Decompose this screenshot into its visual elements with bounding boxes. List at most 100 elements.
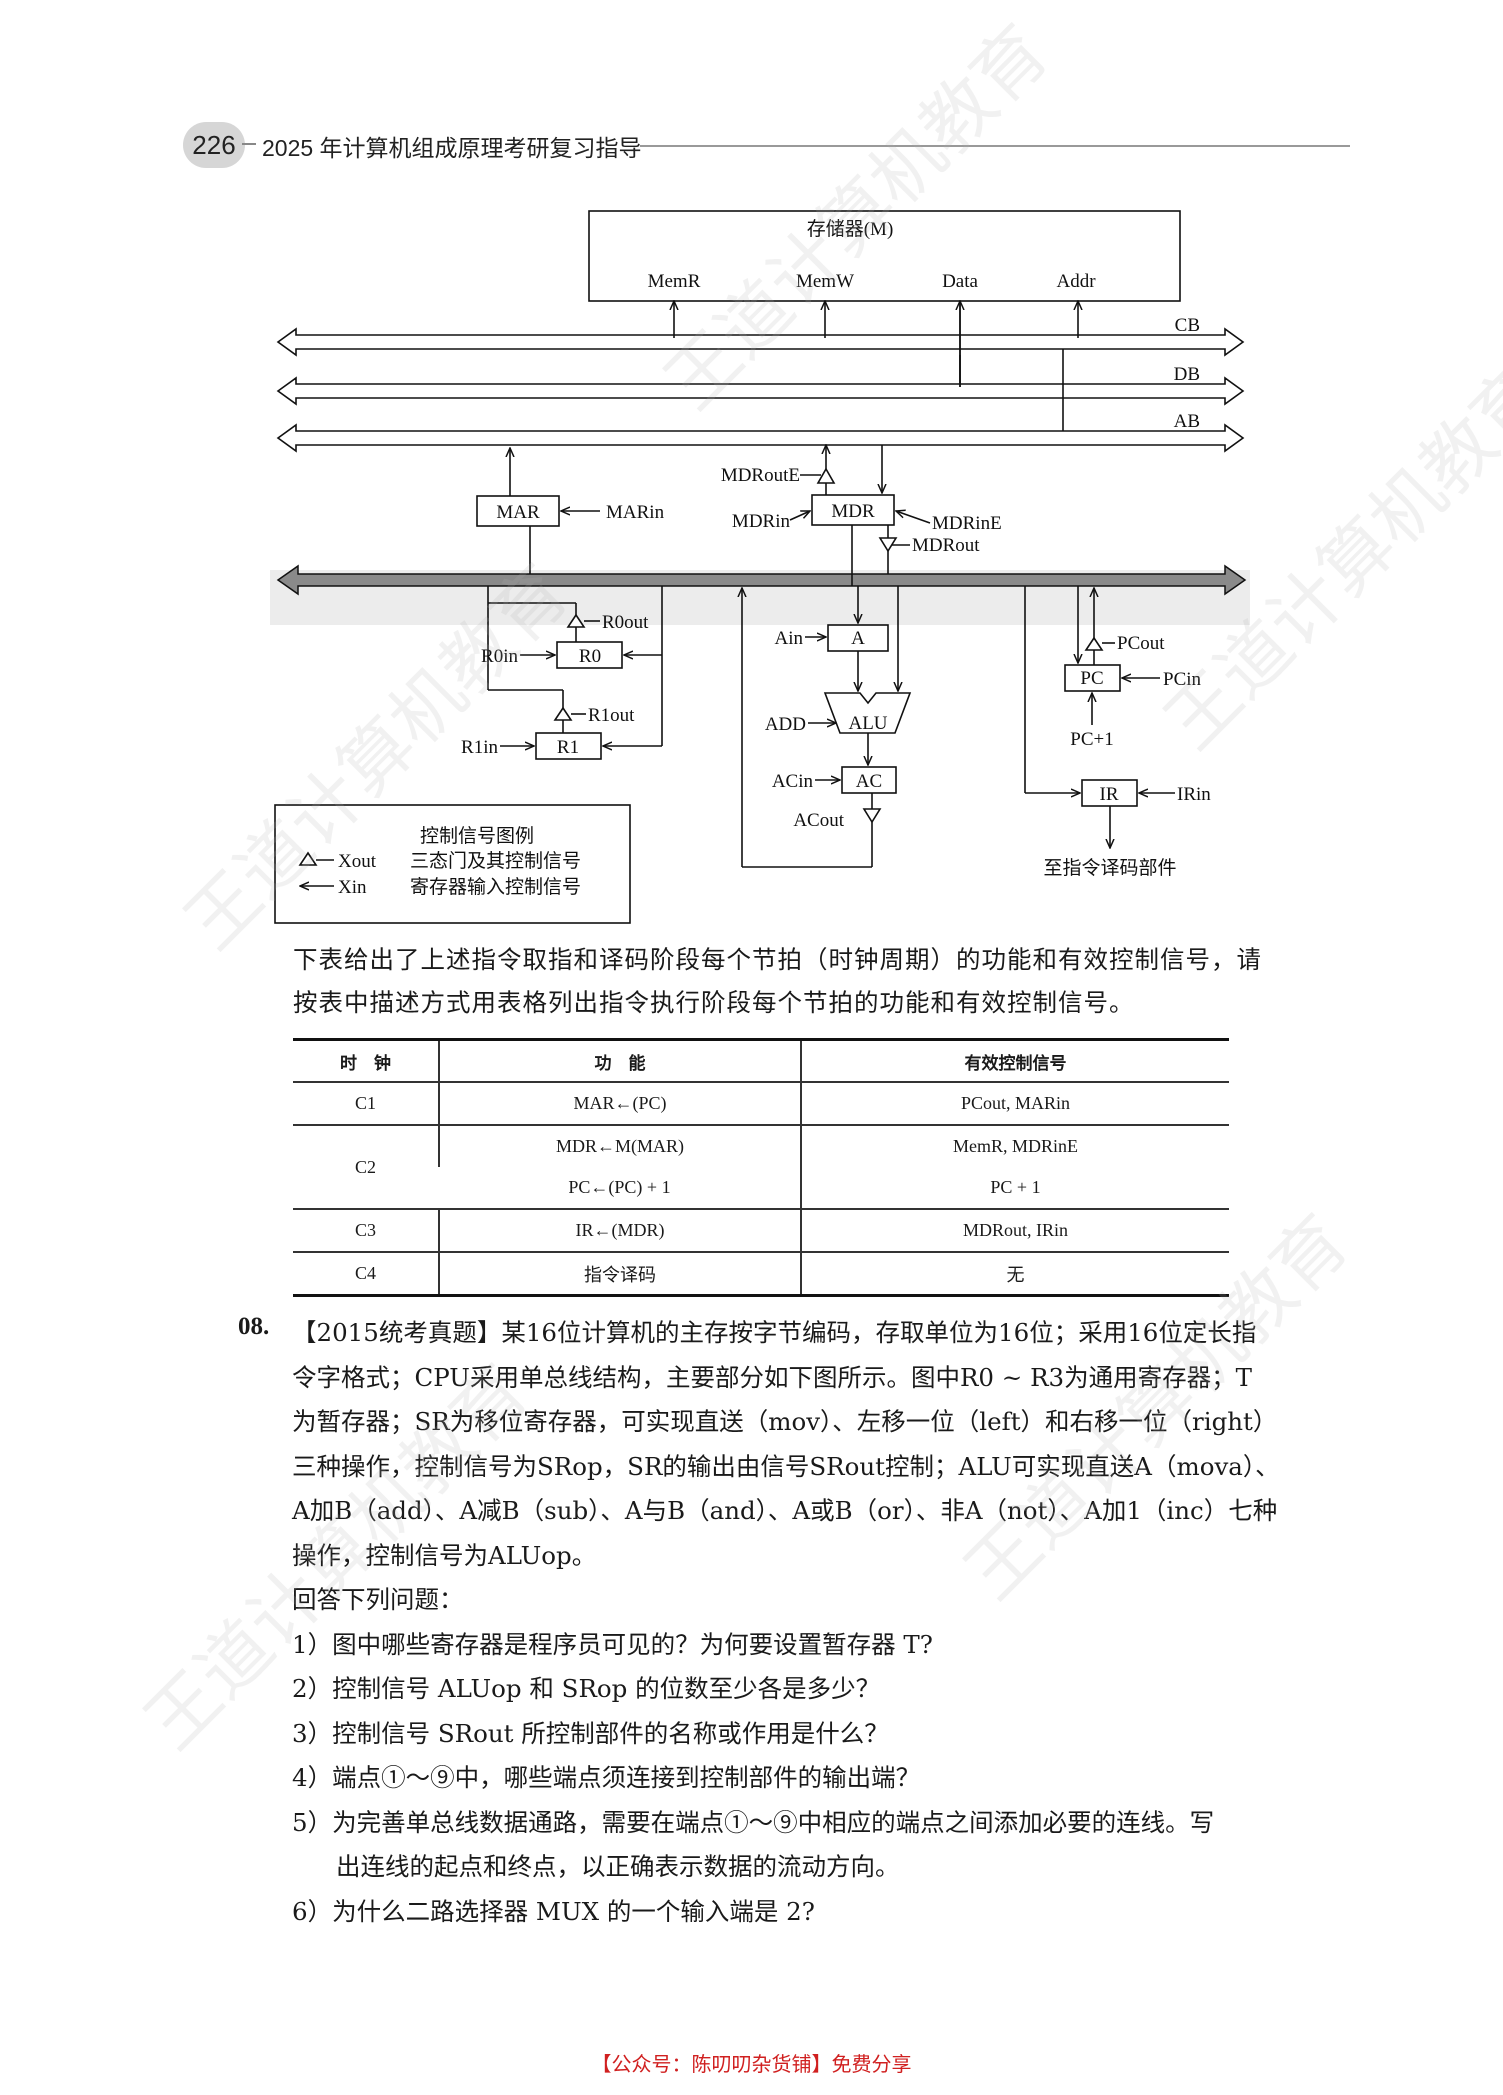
addr-label: Addr: [1056, 271, 1096, 292]
ab-bus: [276, 423, 1245, 453]
ir-label: IR: [1100, 784, 1119, 805]
sub-question-5-cont: 出连线的起点和终点，以正确表示数据的流动方向。: [336, 1852, 900, 1881]
memr-label: MemR: [648, 271, 701, 292]
r0-box: [556, 641, 623, 669]
marin-label: MARin: [606, 502, 665, 523]
mdr-box: [811, 494, 895, 526]
intro-line-1: 下表给出了上述指令取指和译码阶段每个节拍（时钟周期）的功能和有效控制信号，请: [293, 945, 1262, 974]
question-line: 令字格式；CPU采用单总线结构，主要部分如下图所示。图中R0 ~ R3为通用寄存…: [292, 1362, 1252, 1392]
mdrin-label: MDRin: [732, 511, 791, 532]
cb-label: CB: [1175, 315, 1200, 336]
db-bus: [276, 376, 1245, 406]
ain-label: Ain: [775, 628, 804, 649]
memory-box: [588, 210, 1181, 302]
legend-xin-desc: 寄存器输入控制信号: [410, 876, 581, 898]
r1in-label: R1in: [461, 737, 498, 758]
r1-label: R1: [557, 737, 579, 758]
clock-cell: C1: [293, 1082, 439, 1126]
data-label: Data: [942, 271, 978, 292]
db-label: DB: [1174, 364, 1200, 385]
r0out-label: R0out: [602, 612, 649, 633]
add-label: ADD: [765, 714, 806, 735]
function-cell: IR←(MDR): [438, 1209, 801, 1253]
ac-label: AC: [856, 771, 882, 792]
function-cell: 指令译码: [438, 1252, 801, 1297]
question-body: 【2015统考真题】某16位计算机的主存按字节编码，存取单位为16位；采用16位…: [292, 1311, 1352, 1934]
cb-bus: [276, 327, 1245, 357]
signal-cell: MDRout, IRin: [800, 1209, 1229, 1253]
sub-question-6: 6）为什么二路选择器 MUX 的一个输入端是 2?: [292, 1896, 815, 1926]
legend-box: [274, 804, 631, 924]
table-row: PC←(PC) + 1 PC + 1: [293, 1167, 1229, 1210]
ir-dest-label: 至指令译码部件: [1043, 857, 1176, 879]
r1out-label: R1out: [588, 705, 635, 726]
question-line: 为暂存器；SR为移位寄存器，可实现直送（mov）、左移一位（left）和右移一位…: [292, 1407, 1278, 1436]
header-rule: [640, 145, 1350, 147]
function-cell: MAR←(PC): [438, 1082, 801, 1126]
r0-label: R0: [579, 646, 601, 667]
legend-xout-desc: 三态门及其控制信号: [410, 850, 581, 872]
pcout-label: PCout: [1117, 633, 1165, 654]
sub-question-2: 2）控制信号 ALUop 和 SRop 的位数至少各是多少？: [292, 1674, 881, 1703]
signal-cell: 无: [800, 1252, 1229, 1297]
ac-box: [841, 766, 897, 794]
memw-label: MemW: [796, 271, 854, 292]
acout-label: ACout: [793, 810, 844, 831]
page-number: 226: [183, 122, 245, 168]
function-cell: PC←(PC) + 1: [439, 1167, 801, 1210]
question-prompt: 回答下列问题：: [292, 1585, 464, 1614]
function-cell: MDR←M(MAR): [438, 1125, 801, 1167]
alu-shape: [823, 692, 912, 734]
question-line: A加B（add）、A减B（sub）、A与B（and）、A或B（or）、非A（no…: [292, 1496, 1278, 1525]
mdrine-label: MDRinE: [932, 513, 1002, 534]
a-label: A: [851, 628, 865, 649]
irin-label: IRin: [1177, 784, 1211, 805]
pcin-label: PCin: [1163, 669, 1202, 690]
clock-cell: C4: [293, 1252, 439, 1297]
question-line: 三种操作，控制信号为SRop，SR的输出由信号SRout控制；ALU可实现直送A…: [292, 1451, 1280, 1481]
pc-box: [1064, 664, 1121, 692]
sub-question-3: 3）控制信号 SRout 所控制部件的名称或作用是什么？: [292, 1718, 889, 1748]
table-row: C3 IR←(MDR) MDRout, IRin: [293, 1209, 1229, 1253]
datapath-diagram: 存储器(M) MemR MemW Data Addr CB DB AB MAR …: [270, 210, 1250, 924]
control-signal-table: 时 钟 功 能 有效控制信号 C1 MAR←(PC) PCout, MARin …: [293, 1038, 1229, 1297]
signal-cell: PCout, MARin: [800, 1082, 1229, 1126]
r0in-label: R0in: [481, 646, 518, 667]
sub-question-4: 4）端点①～⑨中，哪些端点须连接到控制部件的输出端？: [292, 1763, 921, 1792]
legend-xout: Xout: [338, 851, 377, 872]
table-row: C1 MAR←(PC) PCout, MARin: [293, 1082, 1229, 1126]
ab-label: AB: [1174, 411, 1200, 432]
r1-box: [535, 732, 602, 760]
mdroute-label: MDRoutE: [721, 465, 800, 486]
mar-label: MAR: [496, 502, 540, 523]
signal-cell: PC + 1: [800, 1167, 1229, 1210]
pc-label: PC: [1080, 668, 1103, 689]
sub-question-1: 1）图中哪些寄存器是程序员可见的？为何要设置暂存器 T?: [292, 1629, 933, 1659]
header-signals: 有效控制信号: [800, 1038, 1229, 1083]
signal-cell: MemR, MDRinE: [800, 1125, 1229, 1167]
legend-title: 控制信号图例: [420, 825, 534, 847]
table-row: C4 指令译码 无: [293, 1252, 1229, 1297]
intro-line-2: 按表中描述方式用表格列出指令执行阶段每个节拍的功能和有效控制信号。: [293, 988, 1135, 1017]
header-dash: [242, 143, 256, 145]
table-row: C2 MDR←M(MAR) MemR, MDRinE: [293, 1125, 1229, 1210]
footer-share-note: 【公众号：陈叨叨杂货铺】免费分享: [591, 2052, 912, 2076]
question-number: 08.: [238, 1313, 270, 1340]
sub-question-5: 5）为完善单总线数据通路，需要在端点①～⑨中相应的端点之间添加必要的连线。写: [292, 1807, 1215, 1837]
legend-xin: Xin: [338, 877, 367, 898]
clock-cell: C2: [293, 1125, 439, 1210]
mdrout-label: MDRout: [912, 535, 980, 556]
alu-label: ALU: [848, 713, 887, 734]
mdr-label: MDR: [831, 501, 875, 522]
clock-cell: C3: [293, 1209, 439, 1253]
header-function: 功 能: [438, 1038, 801, 1083]
internal-bus: [270, 564, 1250, 625]
question-line: 【2015统考真题】某16位计算机的主存按字节编码，存取单位为16位；采用16位…: [292, 1318, 1257, 1347]
pc-plus-label: PC+1: [1070, 729, 1113, 750]
mar-box: [476, 495, 560, 527]
question-line: 操作，控制信号为ALUop。: [292, 1540, 597, 1570]
memory-title: 存储器(M): [807, 218, 894, 240]
acin-label: ACin: [772, 771, 814, 792]
header-clock: 时 钟: [293, 1038, 439, 1083]
book-title: 2025 年计算机组成原理考研复习指导: [262, 135, 642, 161]
